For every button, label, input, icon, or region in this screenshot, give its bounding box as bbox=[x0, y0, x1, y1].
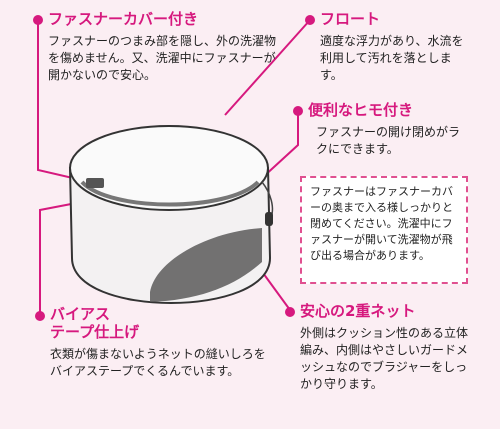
float-title: フロート bbox=[320, 10, 381, 28]
bullet-dots bbox=[33, 15, 315, 321]
double-net-title: 安心の2重ネット bbox=[300, 302, 416, 320]
string-title: 便利なヒモ付き bbox=[308, 101, 414, 119]
zipper-cover bbox=[86, 178, 104, 188]
notice-box: ファスナーはファスナーカバーの奥まで入る様しっかりと閉めてください。洗濯中にファ… bbox=[300, 176, 468, 284]
leader-line-string bbox=[261, 111, 299, 179]
zipper-cover-description: ファスナーのつまみ部を隠し、外の洗濯物を傷めません。又、洗濯中にファスナーが開か… bbox=[48, 34, 277, 82]
double-net-description: 外側はクッション性のある立体編み、内側はやさしいガードメッシュなのでブラジャーを… bbox=[300, 326, 469, 391]
net-pouch bbox=[68, 125, 274, 304]
bias-tape-description: 衣類が傷まないようネットの縫いしろをバイアステープでくるんでいます。 bbox=[50, 347, 266, 378]
pouch-top bbox=[69, 125, 269, 211]
zipper-cover-title: ファスナーカバー付き bbox=[48, 10, 199, 28]
bias-tape-title-line1: バイアス bbox=[50, 305, 111, 323]
string-description: ファスナーの開け閉めがラクにできます。 bbox=[316, 125, 461, 156]
float-description: 適度な浮力があり、水流を利用して汚れを落とします。 bbox=[320, 34, 464, 82]
inner-mesh bbox=[150, 228, 262, 302]
leader-line-float bbox=[224, 19, 311, 116]
zipper-track bbox=[80, 180, 260, 207]
string-tab bbox=[265, 212, 273, 226]
bias-tape-title-line2: テープ仕上げ bbox=[50, 323, 140, 341]
